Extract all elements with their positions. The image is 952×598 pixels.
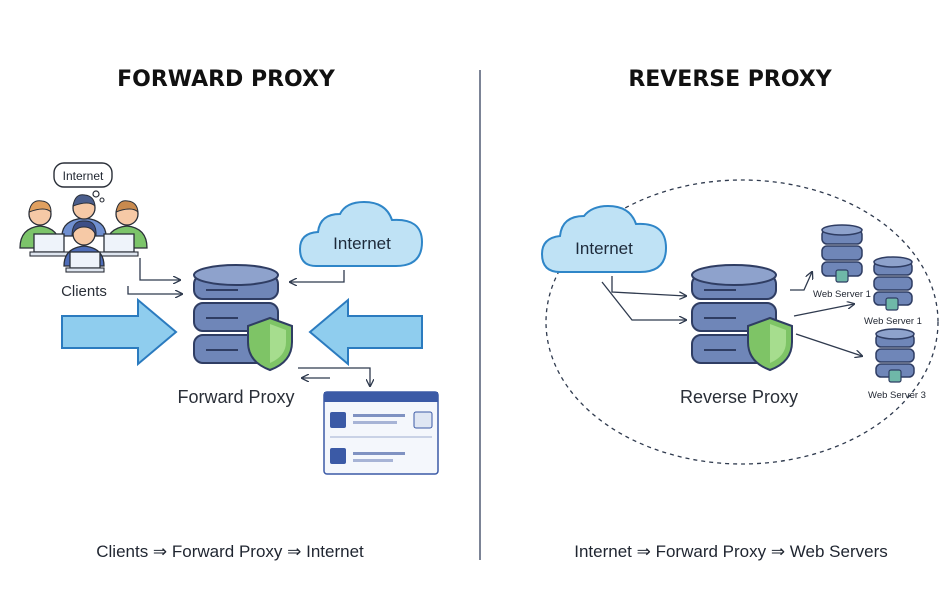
laptop-icon	[65, 251, 105, 273]
big-arrow-right-icon	[61, 297, 178, 367]
connector-arrow	[139, 258, 180, 280]
connector-arrow	[611, 276, 686, 296]
connector-arrow	[795, 333, 862, 356]
network-boundary	[545, 179, 939, 465]
connector-arrow	[298, 367, 370, 386]
connector-arrow	[601, 281, 686, 320]
reverse-proxy-label: Reverse Proxy	[680, 387, 798, 407]
cloud-icon	[298, 200, 424, 267]
web-server-label: Web Server 1	[813, 289, 871, 300]
laptop-icon	[29, 233, 69, 257]
web-server-icon	[821, 224, 863, 283]
clients-label: Clients	[61, 283, 107, 300]
connector-arrow	[290, 270, 345, 282]
laptop-icon	[99, 233, 139, 257]
browser-window-icon	[323, 391, 439, 475]
connector-arrow	[127, 286, 182, 294]
cloud-icon	[540, 204, 668, 273]
big-arrow-left-icon	[308, 297, 423, 367]
internet-thought-bubble: Internet	[53, 162, 113, 203]
reverse-caption: Internet ⇒ Forward Proxy ⇒ Web Servers	[574, 542, 888, 561]
connector-arrow	[790, 272, 812, 291]
reverse-proxy-title: REVERSE PROXY	[628, 67, 832, 92]
forward-proxy-label: Forward Proxy	[177, 387, 294, 407]
shield-icon	[247, 316, 293, 372]
forward-proxy-title: FORWARD PROXY	[117, 67, 336, 92]
clients-group	[19, 194, 148, 273]
forward-caption: Clients ⇒ Forward Proxy ⇒ Internet	[96, 542, 364, 561]
web-server-label: Web Server 1	[864, 316, 922, 327]
connector-arrow	[793, 304, 854, 317]
web-server-icon	[873, 256, 913, 311]
shield-icon	[747, 316, 793, 372]
bubble-label: Internet	[63, 169, 104, 183]
web-server-label: Web Server 3	[868, 390, 926, 401]
reverse-cloud-label: Internet	[575, 239, 633, 258]
forward-cloud-label: Internet	[333, 234, 391, 253]
web-server-icon	[875, 328, 915, 383]
